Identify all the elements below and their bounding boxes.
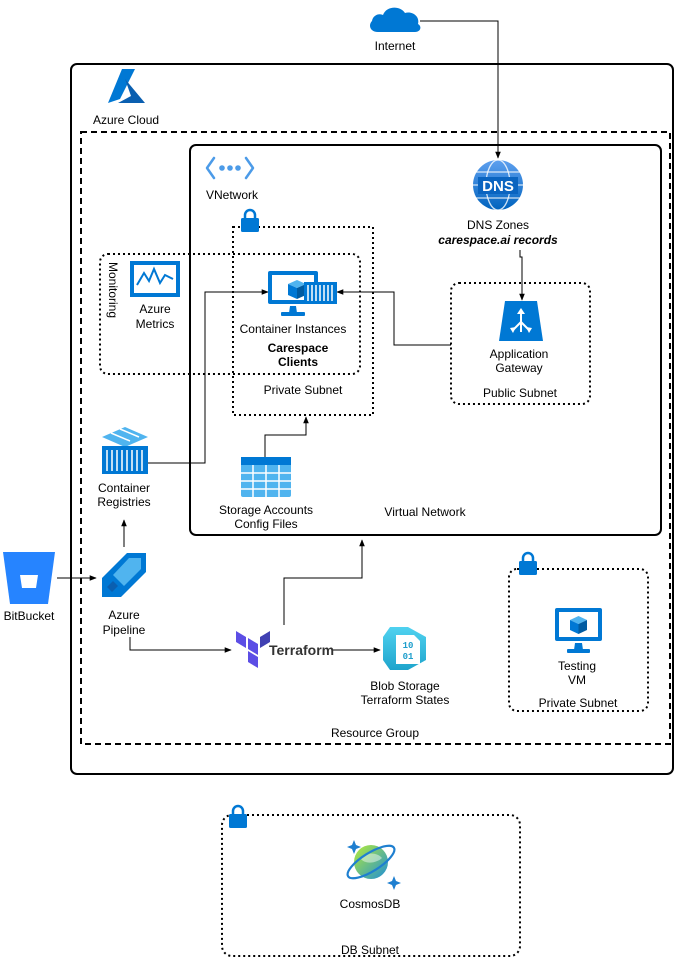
- resource-group-container: [80, 131, 671, 745]
- testing-private-subnet-container: [508, 568, 649, 712]
- private-subnet-testing-label: Private Subnet: [539, 696, 618, 710]
- public-subnet-label: Public Subnet: [483, 386, 558, 400]
- monitoring-container: [99, 253, 361, 375]
- azure-cloud-container: [70, 63, 674, 775]
- dns-zones-label: DNS Zones: [467, 218, 529, 232]
- blob-badge-line2: 01: [403, 652, 414, 662]
- resource-group-label: Resource Group: [331, 726, 419, 740]
- lock-icon: [229, 804, 247, 828]
- virtual-network-label: Virtual Network: [384, 505, 466, 519]
- edge-pipeline-terraform: [129, 637, 232, 653]
- vm-icon: [555, 608, 602, 653]
- edges: [57, 20, 525, 653]
- azure-metrics-label-line2: Metrics: [136, 317, 175, 331]
- container-instances-label: Container Instances: [240, 322, 347, 336]
- azure-pipeline-label-line1: Azure: [108, 608, 140, 622]
- azure-logo-icon: [108, 69, 145, 103]
- storage-table-icon: [241, 457, 291, 497]
- storage-accounts-label-line2: Config Files: [234, 517, 297, 531]
- application-gateway-label-line2: Gateway: [495, 361, 542, 375]
- bitbucket-label: BitBucket: [4, 609, 55, 623]
- testing-vm-label-line1: Testing: [558, 659, 596, 673]
- monitoring-label: Monitoring: [106, 262, 120, 318]
- cosmosdb-label: CosmosDB: [340, 897, 401, 911]
- carespace-clients-label-line1: Carespace: [268, 341, 329, 355]
- cloud-icon: [370, 7, 421, 32]
- container-registries-label-line1: Container: [98, 481, 150, 495]
- db-subnet-label: DB Subnet: [341, 943, 400, 957]
- private-subnet-main-container: [232, 226, 374, 416]
- lock-icon: [241, 208, 259, 232]
- dns-icon: DNS: [473, 159, 523, 211]
- azure-pipeline-icon: [102, 553, 146, 597]
- public-subnet-container: [450, 282, 591, 405]
- vnetwork-label: VNetwork: [206, 188, 259, 202]
- lock-icon: [519, 551, 537, 575]
- azure-cloud-label: Azure Cloud: [93, 113, 159, 127]
- edge-storage-subnet: [264, 416, 309, 457]
- cosmosdb-icon: [346, 840, 401, 890]
- edge-gateway-containers: [336, 289, 451, 346]
- edge-internet-dns: [420, 20, 501, 159]
- blob-badge-line1: 10: [403, 641, 414, 651]
- blob-storage-label-line1: Blob Storage: [370, 679, 440, 693]
- edge-registry-containers: [148, 289, 269, 464]
- azure-metrics-label-line1: Azure: [139, 302, 171, 316]
- blob-storage-label-line2: Terraform States: [361, 693, 450, 707]
- testing-vm-label-line2: VM: [568, 673, 586, 687]
- application-gateway-label-line1: Application: [490, 347, 549, 361]
- blob-storage-icon: 10 01: [383, 627, 426, 670]
- storage-accounts-label-line1: Storage Accounts: [219, 503, 313, 517]
- db-subnet-container: [221, 814, 521, 957]
- internet-label: Internet: [375, 39, 416, 53]
- edge-terraform-vnet: [283, 539, 365, 625]
- terraform-logo-icon: [236, 631, 270, 668]
- virtual-network-container: [189, 144, 662, 536]
- vnet-icon: [205, 156, 255, 180]
- private-subnet-main-label: Private Subnet: [264, 383, 343, 397]
- container-registries-label-line2: Registries: [97, 495, 150, 509]
- azure-pipeline-label-line2: Pipeline: [103, 623, 146, 637]
- container-registry-icon: [102, 427, 148, 474]
- application-gateway-icon: [499, 301, 543, 341]
- carespace-clients-label-line2: Clients: [278, 355, 318, 369]
- container-instances-icon: [268, 271, 337, 316]
- dns-records-label: carespace.ai records: [438, 233, 558, 247]
- bitbucket-icon: [3, 552, 55, 604]
- metrics-icon: [130, 261, 180, 297]
- dns-badge-text: DNS: [482, 178, 514, 195]
- terraform-wordmark: Terraform: [269, 642, 334, 658]
- edge-dns-gateway: [519, 250, 525, 301]
